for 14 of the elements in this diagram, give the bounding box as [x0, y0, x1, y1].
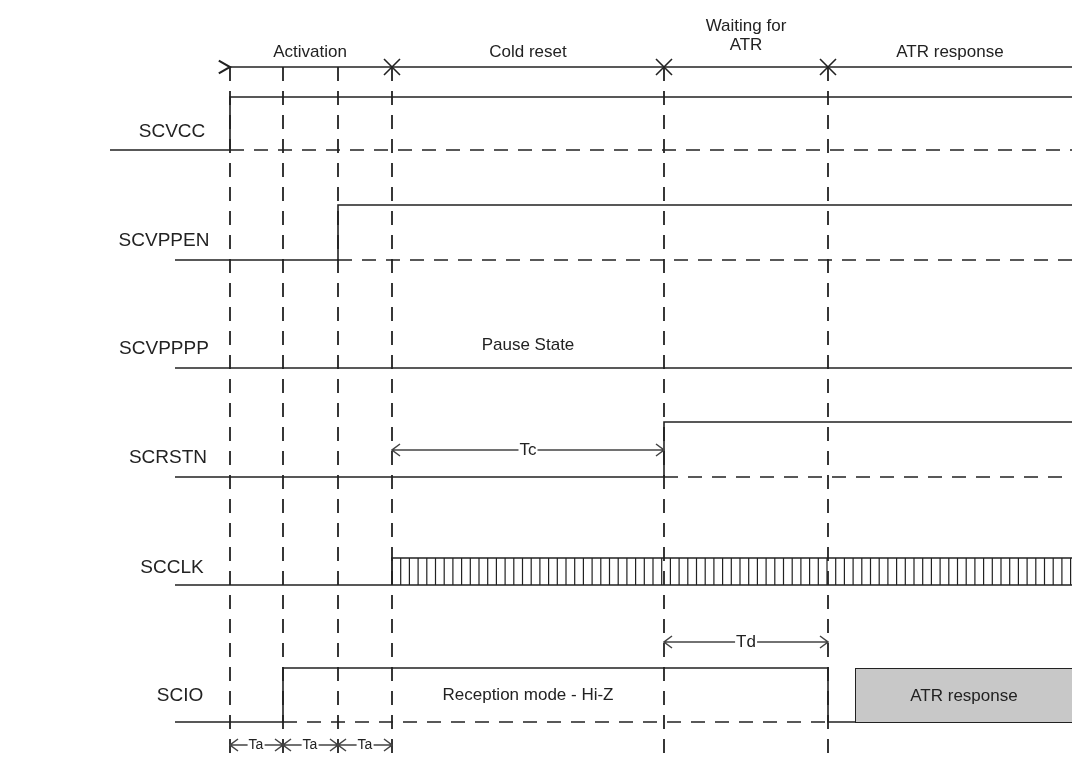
- data-block: [855, 668, 1072, 723]
- phase-label: ATR response: [895, 42, 1005, 62]
- signal-name: SCVPPEN: [117, 229, 211, 251]
- signal-name: SCRSTN: [127, 446, 209, 468]
- state-note: Reception mode - Hi-Z: [441, 685, 615, 705]
- phase-label: Waiting for ATR: [704, 17, 788, 55]
- phase-label: Activation: [272, 42, 348, 62]
- block-label: ATR response: [910, 685, 1018, 706]
- signal-name: SCVPPPP: [118, 337, 210, 359]
- signal-name: SCVCC: [137, 120, 207, 142]
- phase-label: Cold reset: [488, 42, 568, 62]
- signal-name: SCCLK: [139, 556, 205, 578]
- signal-name: SCIO: [155, 684, 205, 706]
- state-note: Pause State: [480, 335, 576, 355]
